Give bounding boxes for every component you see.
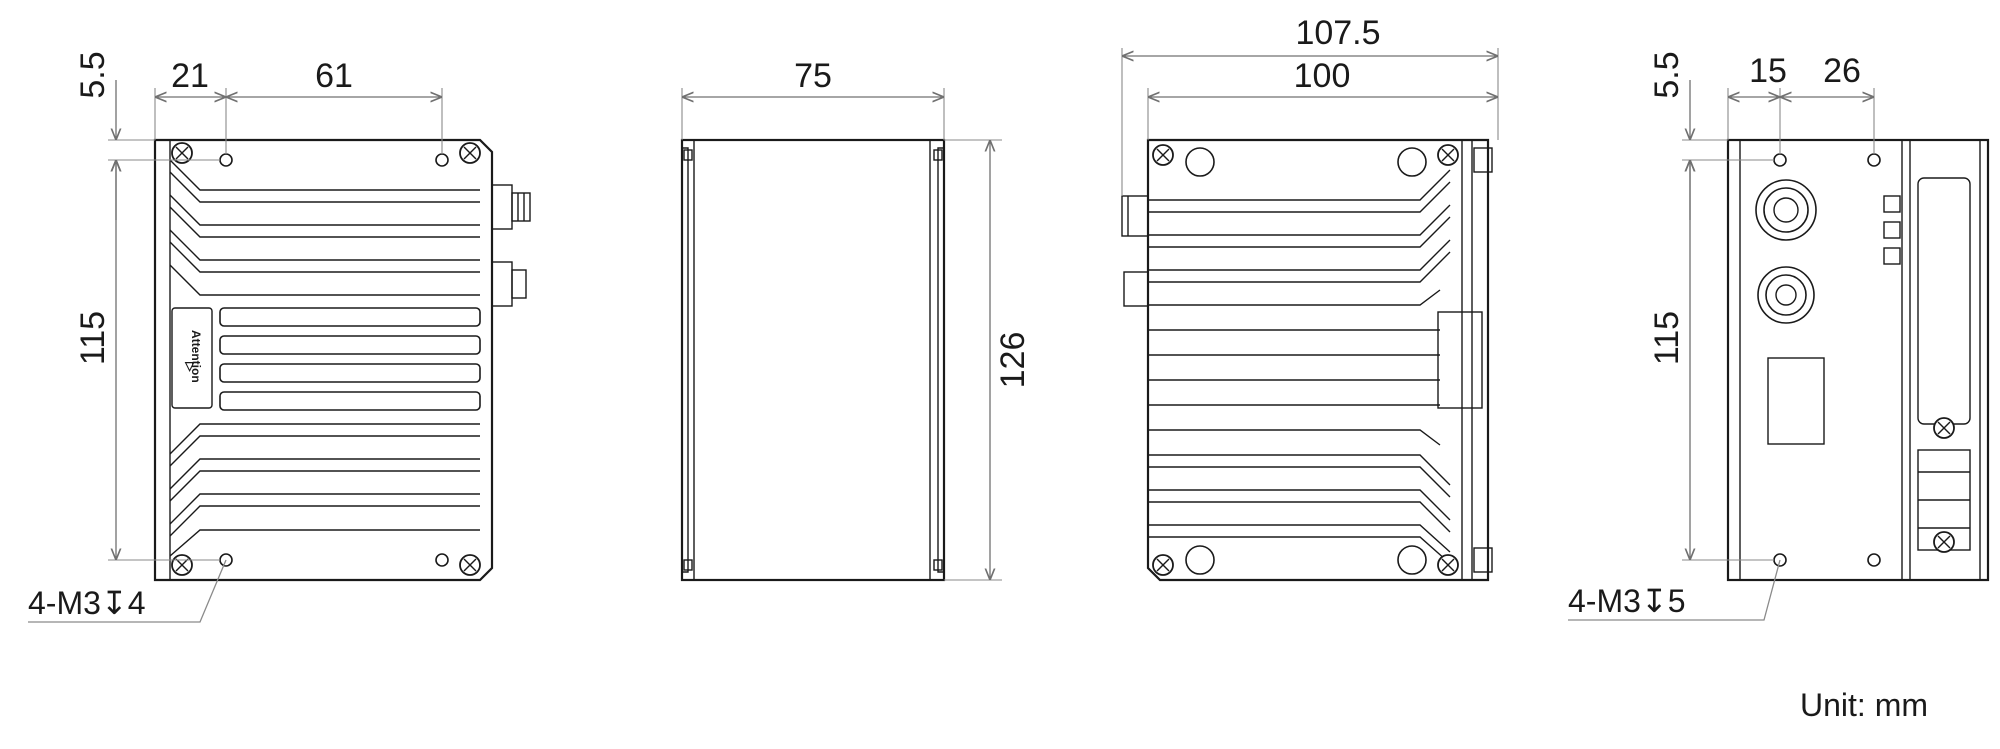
front-connector-2 bbox=[491, 261, 527, 307]
end-view: 15 26 5.5 115 4-M3↧5 bbox=[1568, 51, 1990, 621]
end-dim-26: 26 bbox=[1823, 52, 1861, 90]
front-dim-115: 115 bbox=[74, 311, 112, 365]
front-dim-21: 21 bbox=[171, 57, 209, 95]
end-hole-note: 4-M3↧5 bbox=[1568, 583, 1686, 619]
back-view: 107.5 100 bbox=[1121, 14, 1499, 582]
unit-label: Unit: mm bbox=[1800, 687, 1928, 723]
front-view: Attention ▽ 21 61 5.5 115 4-M3↧4 bbox=[28, 51, 531, 623]
front-connector-1 bbox=[491, 184, 531, 230]
end-connector-top bbox=[1755, 179, 1817, 241]
back-dim-100: 100 bbox=[1294, 57, 1351, 95]
back-fins bbox=[1148, 169, 1483, 561]
front-hole-note: 4-M3↧4 bbox=[28, 585, 146, 621]
back-connector-1 bbox=[1121, 195, 1149, 237]
back-connector-2 bbox=[1123, 271, 1149, 307]
front-dim-61: 61 bbox=[315, 57, 353, 95]
end-dim-115: 115 bbox=[1648, 311, 1686, 365]
back-dim-107-5: 107.5 bbox=[1295, 14, 1380, 52]
side-view: 75 126 bbox=[680, 57, 1032, 582]
end-connector-bottom bbox=[1757, 266, 1815, 324]
svg-text:▽: ▽ bbox=[184, 359, 195, 373]
attention-label-text: Attention bbox=[189, 330, 203, 383]
attention-label: Attention ▽ bbox=[171, 307, 213, 409]
front-fins bbox=[169, 159, 481, 557]
side-dim-75: 75 bbox=[794, 57, 832, 95]
front-dim-5-5: 5.5 bbox=[74, 51, 112, 98]
end-dim-15: 15 bbox=[1749, 52, 1787, 90]
end-dim-5-5: 5.5 bbox=[1648, 51, 1686, 98]
side-dim-126: 126 bbox=[994, 332, 1032, 389]
